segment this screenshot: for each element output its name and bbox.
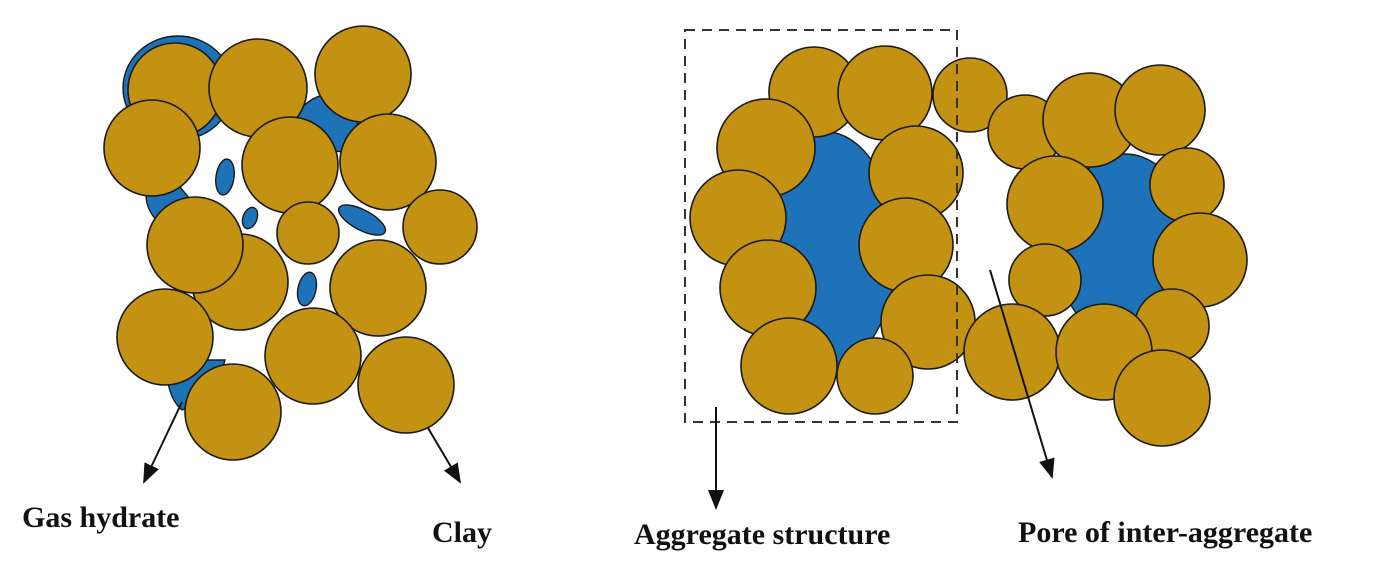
clay-particle bbox=[264, 307, 362, 405]
clay-particle bbox=[103, 99, 201, 197]
clay-particle bbox=[1149, 147, 1225, 223]
gas-hydrate-arrow bbox=[143, 401, 183, 484]
hydrate-grain bbox=[296, 271, 318, 307]
clay-particle bbox=[146, 196, 244, 294]
clay-particle bbox=[276, 201, 340, 265]
clay-particle bbox=[184, 363, 282, 461]
clay-particle bbox=[963, 303, 1061, 401]
clay-particle bbox=[740, 317, 838, 415]
aggregate-structure-outline bbox=[684, 29, 958, 423]
clay-particle bbox=[116, 288, 214, 386]
right-panel-aggregates: Aggregate structure Pore of inter-aggreg… bbox=[634, 29, 1312, 551]
clay-label: Clay bbox=[432, 516, 492, 549]
clay-particle bbox=[932, 57, 1008, 133]
clay-particle bbox=[402, 189, 478, 265]
aggregate-structure-label: Aggregate structure bbox=[634, 518, 890, 551]
gas-hydrate-label: Gas hydrate bbox=[22, 501, 180, 534]
hydrate-grain bbox=[215, 158, 235, 196]
hydrate-grain bbox=[337, 204, 387, 236]
clay-particle bbox=[1006, 155, 1104, 253]
left-panel-hydrate-in-clay: Gas hydrate Clay bbox=[22, 25, 492, 549]
left-aggregate-clay bbox=[689, 45, 976, 415]
clay-particle bbox=[241, 116, 339, 214]
pore-inter-aggregate-arrow bbox=[989, 269, 1055, 479]
pore-inter-aggregate-label: Pore of inter-aggregate bbox=[1018, 516, 1312, 549]
clay-particle bbox=[314, 25, 412, 123]
clay-particle bbox=[329, 239, 427, 337]
clay-particle bbox=[836, 337, 914, 415]
clay-particle bbox=[357, 336, 455, 434]
hydrate-grains-left bbox=[215, 158, 387, 307]
clay-particles-left bbox=[103, 25, 478, 461]
clay-particle bbox=[339, 113, 437, 211]
hydrate-grain bbox=[241, 206, 259, 230]
right-aggregate-clay bbox=[963, 64, 1248, 447]
clay-arrow bbox=[427, 427, 462, 484]
clay-particle bbox=[1113, 349, 1211, 447]
clay-particle bbox=[1114, 64, 1206, 156]
clay-particle bbox=[1008, 243, 1082, 317]
